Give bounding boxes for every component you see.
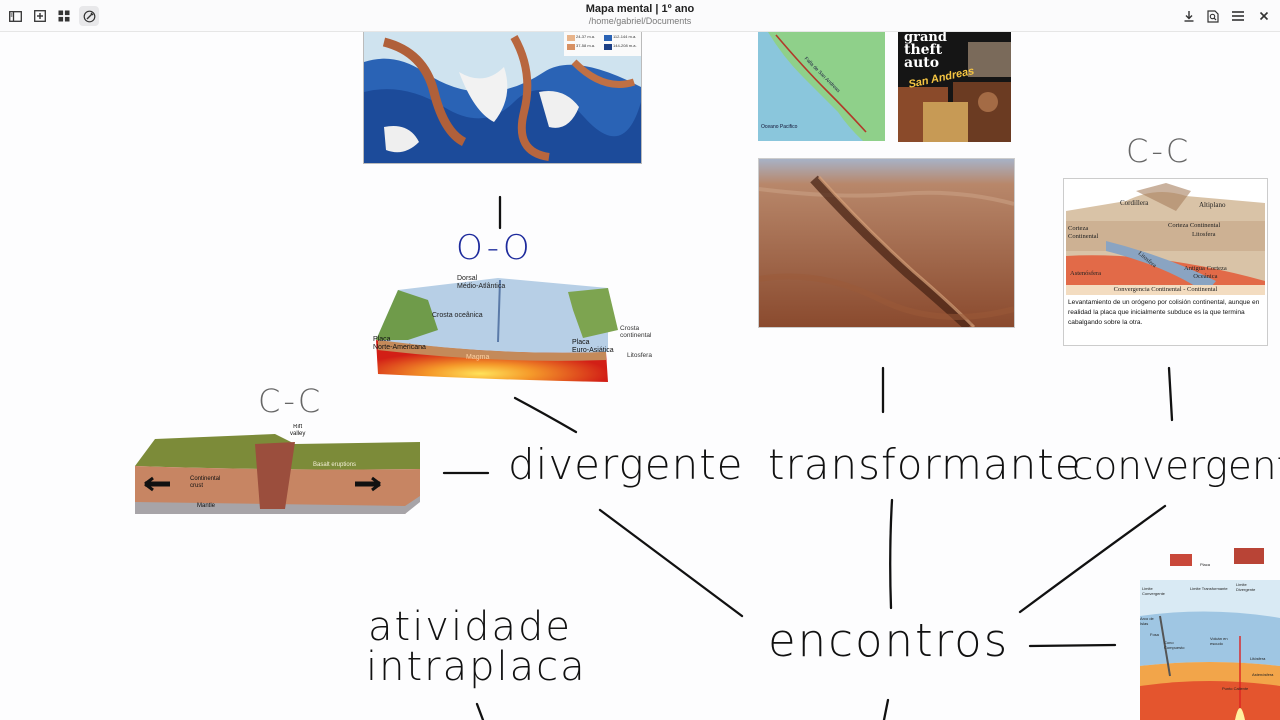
pb-label-astenosfera: Astenósfera [1252, 672, 1274, 677]
pb-label-cono: Cono Compuesto [1164, 640, 1185, 650]
cc-label-corteza: Corteza Continental [1168, 222, 1221, 229]
label-atividade: atividade [368, 604, 572, 650]
cc-corteza-left-1: Corteza [1068, 225, 1089, 232]
rift-label-basalt: Basalt eruptions [313, 462, 357, 468]
map-legend-3: 112-144 m.a. [613, 34, 637, 39]
toolbar: Mapa mental | 1º ano /home/gabriel/Docum… [0, 0, 1280, 32]
oo-label-litosfera: Litosfera [627, 352, 652, 359]
seafloor-age-map[interactable]: 24-37 m.a. 37-58 m.a. 112-144 m.a. 144-2… [363, 32, 642, 164]
download-icon[interactable] [1179, 6, 1199, 26]
pb-label-punto: Punto Caliente [1222, 686, 1249, 691]
oo-placa-na-2: Norte-Americana [373, 344, 426, 351]
plate-boundaries-diagram[interactable]: Placa Limite Convergente Limite Transfor… [1140, 546, 1280, 720]
cc-diagram-title: Convergencia Continental - Continental [1066, 285, 1265, 295]
rift-label-1: Rift [293, 424, 303, 430]
label-convergente: convergente [1072, 444, 1280, 489]
window-title: Mapa mental | 1º ano /home/gabriel/Docum… [440, 3, 840, 27]
grid-icon[interactable] [54, 6, 74, 26]
oo-placa-ea-1: Placa [572, 339, 590, 346]
connector-lines [442, 195, 1174, 720]
oo-label-crosta: Crosta oceânica [432, 312, 483, 319]
cc-label-litosfera: Litosfera [1192, 231, 1216, 238]
gta-title-3: auto [904, 55, 940, 71]
california-label-oceano: Oceano Pacifico [761, 124, 798, 130]
oo-placa-na-1: Placa [373, 336, 391, 343]
search-page-icon[interactable] [1203, 6, 1223, 26]
label-divergente: divergente [508, 440, 744, 489]
menu-icon[interactable] [1228, 6, 1248, 26]
label-cc-left: C-C [258, 382, 324, 420]
close-icon[interactable] [1254, 6, 1274, 26]
label-oo: O-O [456, 228, 533, 268]
oo-dorsal-1: Dorsal [457, 275, 478, 282]
label-cc-right: C-C [1126, 132, 1192, 170]
label-intraplaca: intraplaca [366, 644, 587, 690]
map-legend-1: 24-37 m.a. [576, 34, 596, 39]
pb-label-placa: Placa [1200, 562, 1211, 567]
cc-antigua-1: Antigua Corteza [1184, 265, 1227, 272]
document-path: /home/gabriel/Documents [588, 16, 692, 26]
california-fault-map[interactable]: Falla de San Andreas Oceano Pacifico [758, 32, 885, 141]
oo-dorsal-2: Médio-Atlântica [457, 283, 506, 290]
rift-continental-1: Continental [190, 476, 221, 482]
map-legend-4: 144-208 m.a. [613, 43, 637, 48]
pb-label-divergente: Limite Divergente [1236, 582, 1256, 592]
cc-label-astenosfera: Astenósfera [1070, 270, 1102, 277]
cc-antigua-2: Oceánica [1193, 273, 1218, 280]
pb-label-convergente: Limite Convergente [1142, 586, 1165, 596]
rift-label-2: valley [290, 431, 306, 437]
cc-diagram-caption: Levantamiento de un orógeno por colisión… [1068, 299, 1260, 326]
rift-label-mantle: Mantle [197, 503, 216, 509]
document-title: Mapa mental | 1º ano [585, 3, 695, 15]
pen-off-icon[interactable] [79, 6, 99, 26]
oo-placa-ea-2: Euro-Asiática [572, 347, 614, 354]
gta-san-andreas-cover[interactable]: grand theft auto San Andreas [898, 32, 1011, 142]
gta-title-2: theft [904, 42, 943, 58]
pb-label-transformante: Limite Transformante [1190, 586, 1228, 591]
oo-crosta-cont-1: Crosta [620, 325, 640, 332]
pb-label-volcan: Volcán en escudo [1210, 636, 1228, 646]
add-page-icon[interactable] [30, 6, 50, 26]
label-encontros: encontros [768, 614, 1010, 667]
oo-label-magma: Magma [466, 354, 490, 361]
pb-label-litosfera: Litósfera [1250, 656, 1266, 661]
rift-continental-2: crust [190, 483, 204, 489]
sidebar-icon[interactable] [5, 6, 25, 26]
gta-title-1: grand [904, 32, 947, 45]
label-transformante: transformante [768, 440, 1082, 489]
san-andreas-aerial-photo[interactable] [758, 158, 1015, 328]
cc-label-altiplano: Altiplano [1199, 201, 1226, 209]
whiteboard-canvas[interactable]: divergente transformante convergente enc… [0, 32, 1280, 720]
pb-label-arco: Arco de Islas [1140, 616, 1154, 626]
map-legend-2: 37-58 m.a. [576, 43, 596, 48]
continental-convergence-diagram[interactable]: Cordillera Altiplano Corteza Continental… [1063, 178, 1268, 346]
oo-crosta-cont-2: continental [620, 332, 652, 339]
cc-label-cordillera: Cordillera [1120, 199, 1149, 207]
pb-label-fosa: Fosa [1150, 632, 1159, 637]
cc-corteza-left-2: Continental [1068, 233, 1099, 240]
